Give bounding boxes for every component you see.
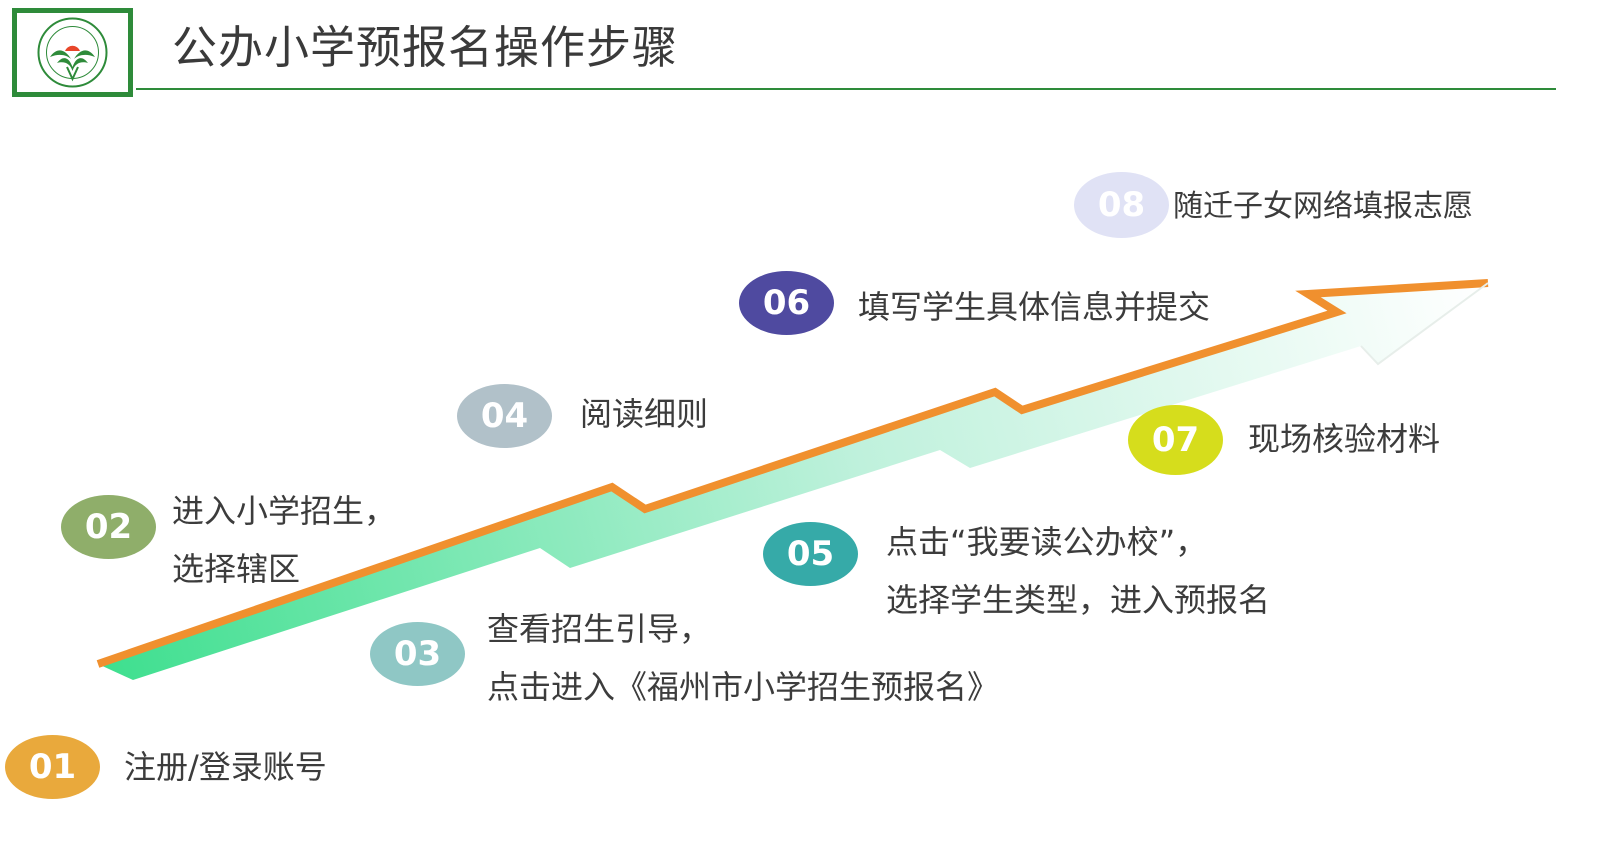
step-08-number: 08 (1097, 185, 1146, 225)
step-05-number: 05 (786, 534, 835, 574)
step-08-text: 随迁子女网络填报志愿 (1173, 178, 1473, 236)
step-02-line-2: 选择辖区 (172, 550, 301, 588)
step-07-badge: 07 (1128, 405, 1223, 475)
step-08-badge: 08 (1074, 172, 1169, 238)
step-02-number: 02 (84, 507, 133, 547)
step-03-line-2: 点击进入《福州市小学招生预报名》 (487, 668, 1000, 706)
step-02-line-1: 进入小学招生， (172, 492, 397, 530)
step-03-text: 查看招生引导， 点击进入《福州市小学招生预报名》 (487, 600, 999, 716)
step-01-badge: 01 (5, 735, 100, 799)
step-06-number: 06 (762, 283, 811, 323)
step-04-badge: 04 (457, 384, 552, 448)
step-04-line-1: 阅读细则 (580, 395, 709, 433)
page-title: 公办小学预报名操作步骤 (172, 21, 679, 74)
step-05-line-1: 点击“我要读公办校”， (886, 523, 1208, 561)
step-07-number: 07 (1151, 420, 1200, 460)
step-04-number: 04 (480, 396, 529, 436)
step-07-line-1: 现场核验材料 (1248, 420, 1441, 458)
step-05-text: 点击“我要读公办校”， 选择学生类型，进入预报名 (886, 513, 1270, 629)
step-06-line-1: 填写学生具体信息并提交 (858, 288, 1211, 326)
step-01-text: 注册/登录账号 (124, 738, 327, 796)
school-logo-icon (37, 17, 108, 88)
step-03-badge: 03 (370, 622, 465, 686)
arrow-outline (1360, 282, 1489, 366)
step-01-line-1: 注册/登录账号 (124, 748, 327, 786)
step-06-text: 填写学生具体信息并提交 (858, 278, 1210, 336)
step-01-number: 01 (28, 747, 77, 787)
school-logo (12, 8, 133, 97)
step-02-badge: 02 (61, 495, 156, 559)
step-03-line-1: 查看招生引导， (487, 610, 712, 648)
arrow-body (98, 283, 1488, 680)
step-04-text: 阅读细则 (580, 385, 708, 443)
arrow-top-edge (96, 279, 1489, 668)
step-08-line-1: 随迁子女网络填报志愿 (1173, 189, 1473, 224)
step-05-badge: 05 (763, 522, 858, 586)
step-02-text: 进入小学招生， 选择辖区 (172, 482, 396, 598)
step-05-line-2: 选择学生类型，进入预报名 (886, 581, 1271, 619)
step-03-number: 03 (393, 634, 442, 674)
title-divider (136, 88, 1556, 90)
step-07-text: 现场核验材料 (1248, 410, 1440, 468)
step-06-badge: 06 (739, 271, 834, 335)
